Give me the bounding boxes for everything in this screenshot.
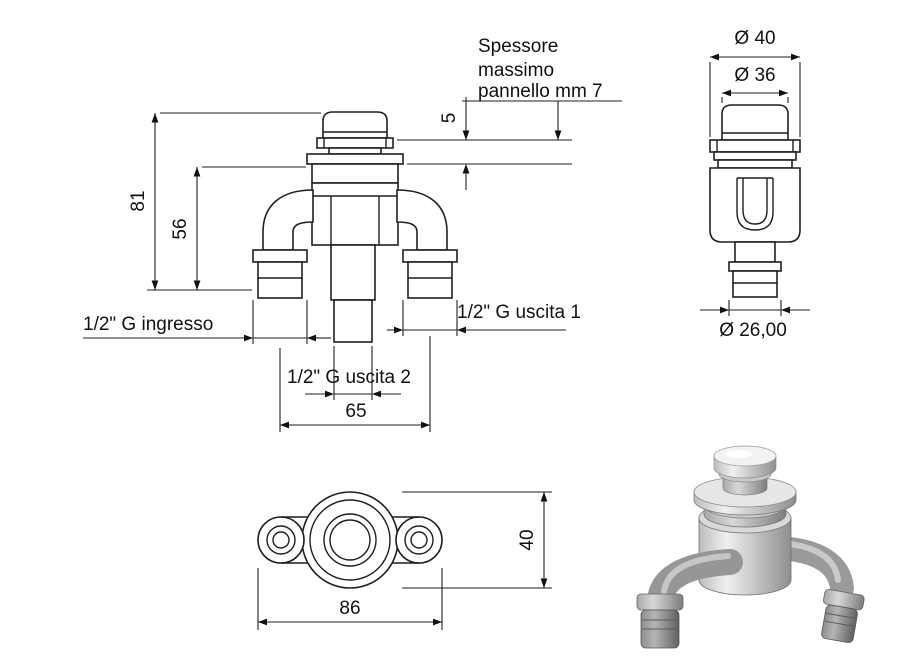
side-u-slot-outer xyxy=(736,178,774,231)
outlet2-pipe-upper xyxy=(330,244,376,301)
right-elbow xyxy=(396,189,448,251)
top-bore-outer xyxy=(323,513,377,567)
side-flange xyxy=(709,139,801,153)
label-outlet1-text: 1/2" G uscita 1 xyxy=(457,302,581,323)
top-valve-outline xyxy=(257,491,443,589)
label-inlet-dim: 1/2" G ingresso xyxy=(83,300,331,344)
iso-button xyxy=(713,445,777,496)
dim-button-diameter: Ø 36 xyxy=(721,65,789,103)
iso-right-fitting xyxy=(821,589,865,643)
iso-flange xyxy=(693,476,797,516)
iso-left-elbow xyxy=(647,549,743,613)
iso-left-fitting xyxy=(636,593,684,649)
lock-nut xyxy=(311,163,399,184)
dim-40-text: 40 xyxy=(517,529,538,550)
button-ring xyxy=(316,137,394,149)
outlet1-port-collar xyxy=(402,249,458,263)
dim-81-text: 81 xyxy=(128,190,149,211)
side-view: Ø 40 Ø 36 Ø 26,00 xyxy=(700,28,810,341)
dim-56-text: 56 xyxy=(170,218,191,239)
inlet-port-barb xyxy=(257,261,303,299)
dim-port-spacing: 65 xyxy=(279,336,431,432)
side-port-barb xyxy=(732,270,778,298)
side-ring2 xyxy=(717,159,793,169)
outlet1-port-barb xyxy=(407,261,453,299)
panel-note-line1: Spessore xyxy=(478,36,558,57)
panel-note-line2: massimo xyxy=(478,60,554,81)
dim-86-text: 86 xyxy=(339,598,360,619)
side-port-collar xyxy=(728,261,782,272)
dim-d26-text: Ø 26,00 xyxy=(719,320,787,341)
dim-body-height: 56 xyxy=(170,166,306,290)
dim-d36-text: Ø 36 xyxy=(734,65,775,86)
top-right-lug xyxy=(395,516,443,564)
dim-flange-diameter: Ø 40 xyxy=(709,28,801,137)
panel-flange xyxy=(306,153,404,165)
front-view: 81 56 5 Spessore massimo pannello mm 7 xyxy=(83,36,622,432)
dim-d40-text: Ø 40 xyxy=(734,28,775,49)
side-ring1 xyxy=(713,151,797,161)
side-u-slot-inner xyxy=(742,178,768,225)
front-valve-outline xyxy=(252,111,458,343)
panel-note-line3: pannello mm 7 xyxy=(478,81,603,102)
label-outlet2-dim: 1/2" G uscita 2 xyxy=(287,346,411,400)
top-left-lug xyxy=(257,516,305,564)
dim-65-text: 65 xyxy=(345,401,366,422)
dim-overall-width: 86 xyxy=(257,568,443,630)
top-body-outer xyxy=(301,491,399,589)
dim-panel-thickness: 5 Spessore massimo pannello mm 7 xyxy=(397,36,622,190)
label-inlet-text: 1/2" G ingresso xyxy=(83,314,213,335)
inlet-port-collar xyxy=(252,249,308,263)
dim-total-height: 81 xyxy=(128,112,321,291)
dim-5-text: 5 xyxy=(439,113,460,124)
left-elbow xyxy=(262,189,314,251)
side-neck xyxy=(734,241,776,263)
iso-view xyxy=(636,445,865,649)
side-button-cap xyxy=(721,104,789,141)
outlet2-pipe-lower xyxy=(333,299,373,343)
label-outlet2-text: 1/2" G uscita 2 xyxy=(287,367,411,388)
top-view: 86 40 xyxy=(257,491,552,630)
label-outlet1-dim: 1/2" G uscita 1 xyxy=(387,300,581,336)
side-valve-outline xyxy=(709,104,801,298)
valve-body xyxy=(311,182,399,246)
side-body xyxy=(709,167,801,243)
dim-port-diameter: Ø 26,00 xyxy=(700,300,810,341)
top-bore-inner xyxy=(329,519,371,561)
push-button-cap xyxy=(322,111,388,139)
dim-body-diameter: 40 xyxy=(402,491,552,589)
button-neck xyxy=(328,147,382,155)
